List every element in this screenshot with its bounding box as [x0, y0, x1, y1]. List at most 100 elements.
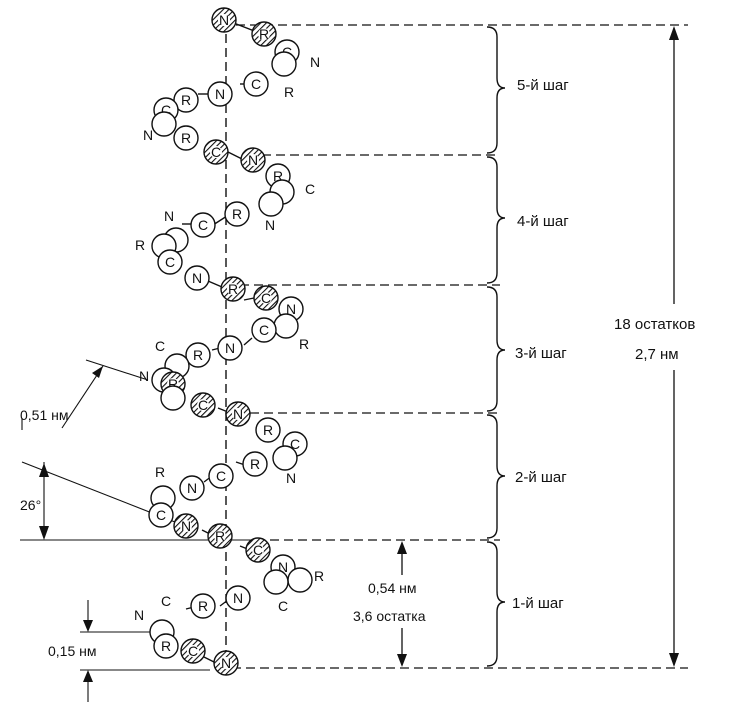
atom-label-c: C — [198, 397, 208, 413]
atom-label-n: N — [310, 54, 320, 70]
atom-circle — [258, 191, 284, 217]
atom-label-r: R — [259, 26, 269, 42]
atom-label-backdrop — [258, 28, 270, 40]
atom-label-c: C — [261, 290, 271, 306]
atom-label-backdrop — [220, 657, 232, 669]
residues-per-turn-label: 3,6 остатка — [353, 608, 426, 624]
atom-label-n: N — [187, 480, 197, 496]
bracket-step-5 — [486, 26, 506, 154]
atom-circle — [255, 417, 281, 443]
atom-label-n: N — [286, 301, 296, 317]
atom-circle — [173, 125, 199, 151]
atom-label-c: C — [165, 254, 175, 270]
atom-label-c: C — [198, 217, 208, 233]
atom-label-n: N — [233, 590, 243, 606]
atom-label-n: N — [265, 217, 275, 233]
angle-label: 26° — [20, 497, 41, 513]
atom-label-r: R — [168, 376, 178, 392]
atom-label-backdrop — [214, 530, 226, 542]
angle-lines — [20, 359, 256, 541]
atom-label-r: R — [273, 168, 283, 184]
step-1-label: 1-й шаг — [512, 595, 564, 612]
angle-arrowhead-bottom — [39, 526, 49, 540]
atom-label-c: C — [253, 542, 263, 558]
step-2-label: 2-й шаг — [515, 469, 567, 486]
total-residues-label: 18 остатков — [614, 316, 695, 333]
atom-label-c: C — [216, 468, 226, 484]
atom-label-n: N — [219, 12, 229, 28]
atom-label-backdrop — [227, 283, 239, 295]
atom-label-r: R — [181, 130, 191, 146]
spacing-arrowhead-top — [92, 366, 103, 378]
atom-label-c: C — [290, 436, 300, 452]
atom-label-n: N — [286, 470, 296, 486]
bracket-step-1 — [486, 541, 506, 667]
atom-label-n: N — [233, 406, 243, 422]
bracket-step-2 — [486, 414, 506, 539]
step-brackets — [486, 26, 506, 667]
atom-circle — [217, 335, 243, 361]
pitch-arrowhead-bottom — [397, 654, 407, 667]
atom-label-n: N — [225, 340, 235, 356]
atom-label-backdrop — [252, 544, 264, 556]
atom-label-c: C — [251, 76, 261, 92]
atom-label-n: N — [143, 127, 153, 143]
atom-label-c: C — [156, 507, 166, 523]
atom-label-r: R — [198, 598, 208, 614]
atom-circle — [173, 87, 199, 113]
bracket-step-4 — [486, 156, 506, 284]
rise-arrowhead-bottom — [83, 670, 93, 682]
atom-label-c: C — [161, 102, 171, 118]
atom-label-n: N — [164, 208, 174, 224]
atom-label-r: R — [228, 281, 238, 297]
step-lines — [232, 24, 688, 669]
atom-circle — [225, 585, 251, 611]
atom-circle — [207, 81, 233, 107]
atom-label-backdrop — [180, 520, 192, 532]
atom-label-r: R — [263, 422, 273, 438]
rise-arrowhead-top — [83, 620, 93, 632]
atom-label-c: C — [188, 643, 198, 659]
atom-label-r: R — [299, 336, 309, 352]
atom-label-r: R — [161, 638, 171, 654]
atom-label-r: R — [314, 568, 324, 584]
step-5-label: 5-й шаг — [517, 77, 569, 94]
atom-label-n: N — [134, 607, 144, 623]
atom-label-backdrop — [218, 14, 230, 26]
atom-label-c: C — [305, 181, 315, 197]
atom-circle — [179, 475, 205, 501]
atom-label-c: C — [211, 144, 221, 160]
atom-label-backdrop — [232, 408, 244, 420]
atom-label-r: R — [215, 528, 225, 544]
atom-circle — [151, 111, 177, 137]
atom-circle — [190, 593, 216, 619]
atom-circle — [184, 265, 210, 291]
spacing-arrowhead-bottom — [39, 463, 49, 477]
atom-circle — [208, 463, 234, 489]
atom-label-backdrop — [197, 399, 209, 411]
atom-label-r: R — [181, 92, 191, 108]
arrowhead-top — [669, 26, 679, 40]
atom-circle — [160, 385, 186, 411]
atom-label-n: N — [139, 368, 149, 384]
atom-label-r: R — [232, 206, 242, 222]
bracket-step-3 — [486, 286, 506, 412]
atom-label-c: C — [259, 322, 269, 338]
atom-label-r: R — [155, 464, 165, 480]
rise-per-residue-label: 0,15 нм — [48, 643, 97, 659]
step-4-label: 4-й шаг — [517, 213, 569, 230]
pitch-label: 0,54 нм — [368, 580, 417, 596]
atom-circle — [157, 249, 183, 275]
step-3-label: 3-й шаг — [515, 345, 567, 362]
atom-label-n: N — [221, 655, 231, 671]
atom-label-r: R — [250, 456, 260, 472]
pitch-arrowhead-top — [397, 541, 407, 554]
atom-label-n: N — [192, 270, 202, 286]
atom-circle — [251, 317, 277, 343]
atom-circle — [224, 201, 250, 227]
atom-circle — [263, 569, 289, 595]
atom-circle — [243, 71, 269, 97]
atom-label-c: C — [278, 598, 288, 614]
